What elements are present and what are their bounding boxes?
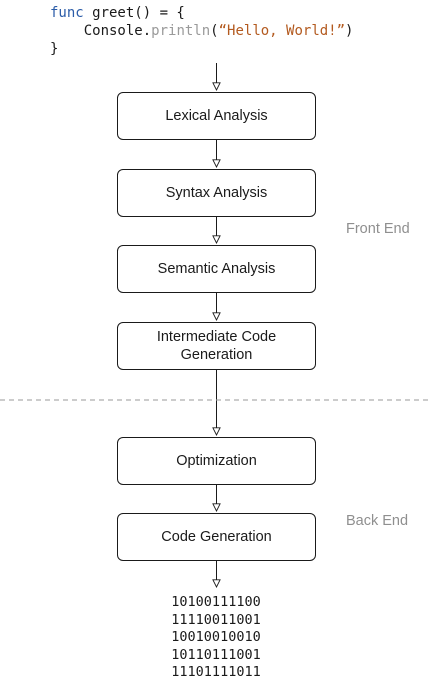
stage-label: Optimization <box>176 453 257 469</box>
stage-label: Lexical Analysis <box>165 108 268 124</box>
code-line-3: } <box>50 40 353 58</box>
code-keyword-func: func <box>50 5 84 21</box>
stage-lexical-analysis: Lexical Analysis <box>117 92 316 140</box>
stage-label: Intermediate Code Generation <box>156 329 277 363</box>
binary-output: 10100111100 11110011001 10010010010 1011… <box>0 594 428 682</box>
code-receiver: Console. <box>50 23 152 39</box>
code-function-signature: greet() = { <box>83 5 185 21</box>
stage-label: Code Generation <box>161 529 272 545</box>
code-method-name: println <box>151 23 211 39</box>
binary-line: 11101111011 <box>171 664 261 681</box>
binary-line: 10100111100 <box>171 594 261 610</box>
code-line-2: Console.println(“Hello, World!”) <box>50 22 354 40</box>
binary-line: 10110111001 <box>171 646 261 663</box>
code-open-paren: ( <box>210 23 219 39</box>
binary-line: 10010010010 <box>171 629 261 646</box>
stage-syntax-analysis: Syntax Analysis <box>117 169 316 217</box>
stage-intermediate-code-generation: Intermediate Code Generation <box>117 322 316 370</box>
code-line-1: func greet() = { <box>50 4 353 22</box>
stage-label: Syntax Analysis <box>165 185 268 201</box>
code-close-paren: ) <box>345 23 354 39</box>
code-string-literal: “Hello, World!” <box>218 23 346 39</box>
stage-code-generation: Code Generation <box>117 513 316 561</box>
stage-label: Semantic Analysis <box>157 261 276 277</box>
section-label-front-end: Front End <box>346 221 410 237</box>
stage-optimization: Optimization <box>117 437 316 485</box>
binary-line: 11110011001 <box>171 611 261 628</box>
stage-semantic-analysis: Semantic Analysis <box>117 245 316 293</box>
source-code-snippet: func greet() = { Console.println(“Hello,… <box>50 4 353 58</box>
code-closing-brace: } <box>50 41 59 57</box>
section-label-back-end: Back End <box>346 513 409 529</box>
